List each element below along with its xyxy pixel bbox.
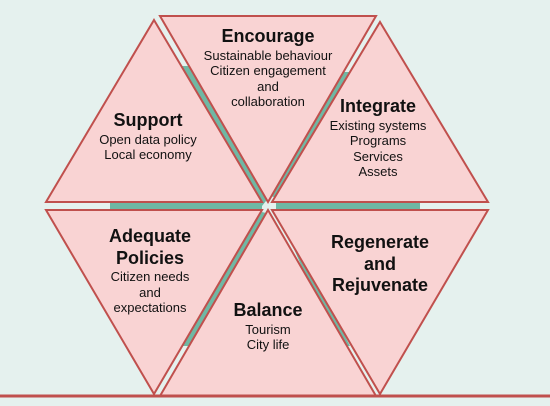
- segment-line: City life: [246, 337, 290, 353]
- segment-line: expectations: [113, 300, 187, 316]
- triangle-encourage: [158, 15, 378, 204]
- segment-line: Citizen engagement: [210, 63, 326, 79]
- segment-balance: Balance Tourism City life: [208, 300, 328, 353]
- segment-line: and: [139, 284, 161, 300]
- segment-line: Citizen needs: [110, 269, 190, 285]
- segment-title: Support: [113, 110, 183, 130]
- band-right: [276, 202, 420, 210]
- segment-line: Services: [353, 148, 403, 164]
- segment-line: Open data policy: [99, 131, 197, 147]
- segment-line: collaboration: [231, 94, 305, 110]
- segment-line: Programs: [349, 133, 407, 149]
- segment-line: Local economy: [104, 147, 192, 163]
- segment-line: Sustainable behaviour: [203, 47, 333, 63]
- segment-integrate: Integrate Existing systems Programs Serv…: [308, 96, 448, 180]
- triangle-regenerate: [270, 209, 490, 396]
- triangle-support: [44, 18, 264, 203]
- segment-encourage: Encourage Sustainable behaviour Citizen …: [178, 26, 358, 110]
- segment-title: Encourage: [221, 26, 315, 46]
- segment-title: Integrate: [339, 96, 417, 116]
- segment-regenerate: Regenerate and Rejuvenate: [318, 232, 442, 297]
- segment-line: Existing systems: [329, 117, 427, 133]
- triangle-integrate: [270, 20, 490, 203]
- segment-line: Tourism: [245, 321, 291, 337]
- segment-title: Balance: [233, 300, 303, 320]
- segment-title: Rejuvenate: [331, 275, 429, 296]
- segment-title: Regenerate: [330, 232, 430, 252]
- segment-line: and: [257, 78, 279, 94]
- segment-title: Policies: [115, 247, 185, 268]
- segment-title: Adequate: [108, 226, 191, 246]
- band-left: [110, 202, 262, 210]
- triangle-adequate: [44, 209, 264, 396]
- segment-support: Support Open data policy Local economy: [88, 110, 208, 163]
- segment-adequate: Adequate Policies Citizen needs and expe…: [94, 226, 206, 316]
- segment-title: and: [363, 253, 396, 274]
- segment-line: Assets: [358, 164, 398, 180]
